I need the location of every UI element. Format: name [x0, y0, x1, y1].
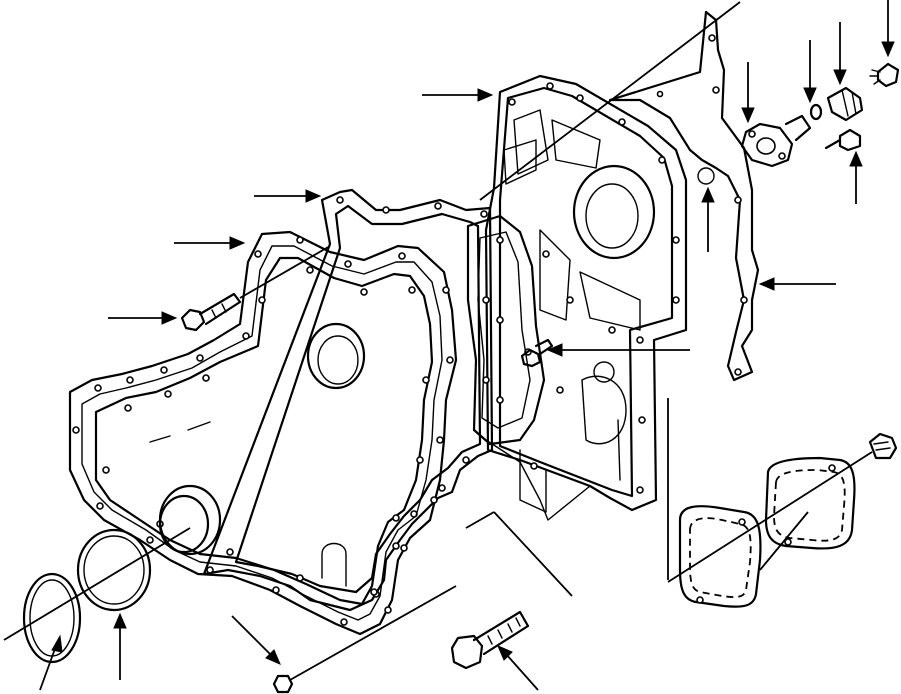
oil-seal [158, 484, 222, 556]
small-screw [272, 585, 457, 694]
seal-centerline [3, 527, 191, 641]
gear-housing [484, 74, 688, 521]
mounting-flange [740, 114, 812, 168]
front-cover [94, 256, 434, 606]
callout-arrows [39, 0, 895, 691]
housing-gasket [202, 188, 494, 612]
top-leader-line [479, 1, 741, 201]
gear-nut [869, 62, 900, 88]
dust-seal [22, 572, 82, 664]
access-cover-leader [667, 398, 809, 580]
small-bolt [520, 338, 554, 368]
plug [826, 86, 864, 122]
inner-plate [466, 214, 546, 446]
bolt-bracket-leader [465, 511, 573, 597]
flange-bolt [450, 610, 530, 670]
o-ring [809, 103, 823, 121]
seal-ring [76, 528, 152, 612]
front-cover-gasket [68, 230, 458, 636]
rear-plate-gasket [608, 10, 760, 382]
access-cover-gasket [678, 456, 856, 608]
fitting [667, 432, 898, 583]
cover-bolt [180, 245, 331, 332]
flange-screw [824, 128, 862, 152]
